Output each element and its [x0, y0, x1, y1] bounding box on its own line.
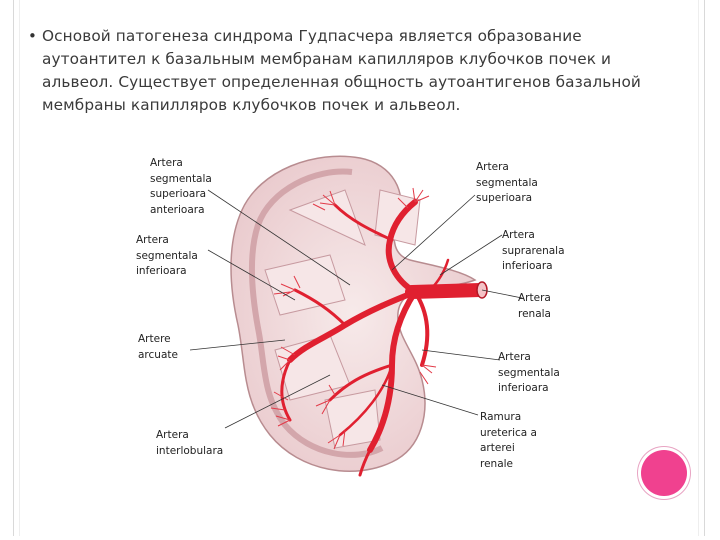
bullet-item: • Основой патогенеза синдрома Гудпасчера…	[28, 25, 668, 117]
kidney-cortex-line	[248, 168, 384, 458]
bullet-icon: •	[28, 27, 37, 45]
label-artera-suprarenala-inferioara: Artera suprarenala inferioara	[502, 229, 565, 272]
renal-artery	[405, 283, 487, 299]
slide-frame-inner	[19, 0, 699, 536]
pyramid-1	[288, 189, 366, 246]
slide-frame	[13, 0, 705, 536]
pyramid-2	[264, 254, 346, 316]
pyramid-4	[324, 389, 381, 449]
kidney-illustration	[189, 155, 523, 477]
bullet-text: Основой патогенеза синдрома Гудпасчера я…	[42, 27, 641, 114]
kidney-artery-figure: Artera segmentala superioara anterioara …	[130, 150, 590, 480]
label-artere-arcuate: Artere arcuate	[138, 333, 178, 361]
label-artera-segmentala-superioara: Artera segmentala superioara	[476, 161, 538, 204]
label-artera-renala: Artera renala	[518, 292, 551, 320]
label-artera-segmentala-inferioara-right: Artera segmentala inferioara	[498, 351, 560, 394]
label-ramura-ureterica: Ramura ureterica a arterei renale	[480, 411, 537, 470]
label-artera-interlobulara: Artera interlobulara	[156, 429, 224, 457]
label-artera-segmentala-superioara-anterioara: Artera segmentala superioara anterioara	[150, 157, 212, 216]
label-artera-segmentala-inferioara-left: Artera segmentala inferioara	[136, 234, 198, 277]
decorative-pink-circle	[641, 450, 687, 496]
